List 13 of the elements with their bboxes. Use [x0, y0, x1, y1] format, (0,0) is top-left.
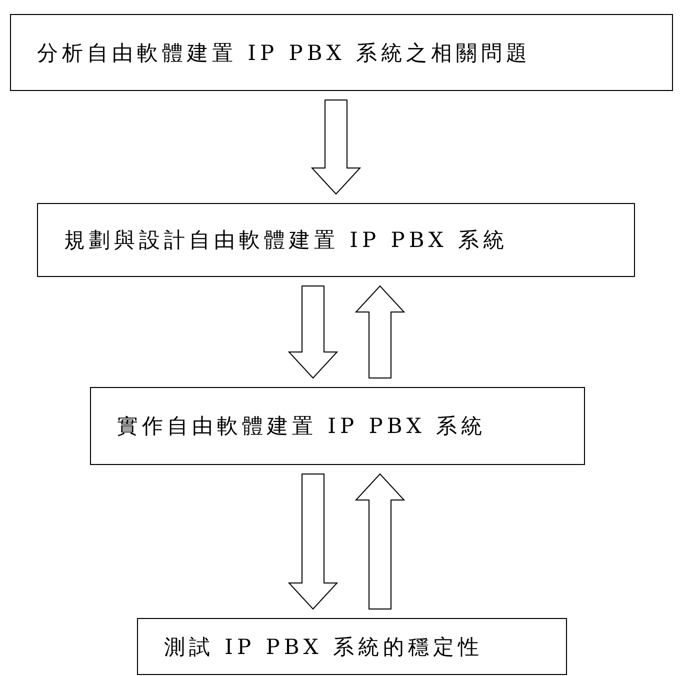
block-arrow [354, 285, 406, 378]
process-box [90, 387, 585, 465]
block-arrow [288, 286, 338, 379]
process-box [37, 203, 635, 277]
process-box [10, 14, 673, 91]
block-arrow [354, 473, 406, 610]
block-arrow [310, 100, 362, 195]
step-label: 測試 IP PBX 系統的穩定性 [164, 634, 483, 660]
step-label: 實作自由軟體建置 IP PBX 系統 [117, 413, 486, 440]
step-label: 分析自由軟體建置 IP PBX 系統之相關問題 [37, 40, 531, 66]
block-arrow [288, 474, 338, 610]
process-box [137, 618, 567, 675]
step-label: 規劃與設計自由軟體建置 IP PBX 系統 [64, 227, 508, 254]
